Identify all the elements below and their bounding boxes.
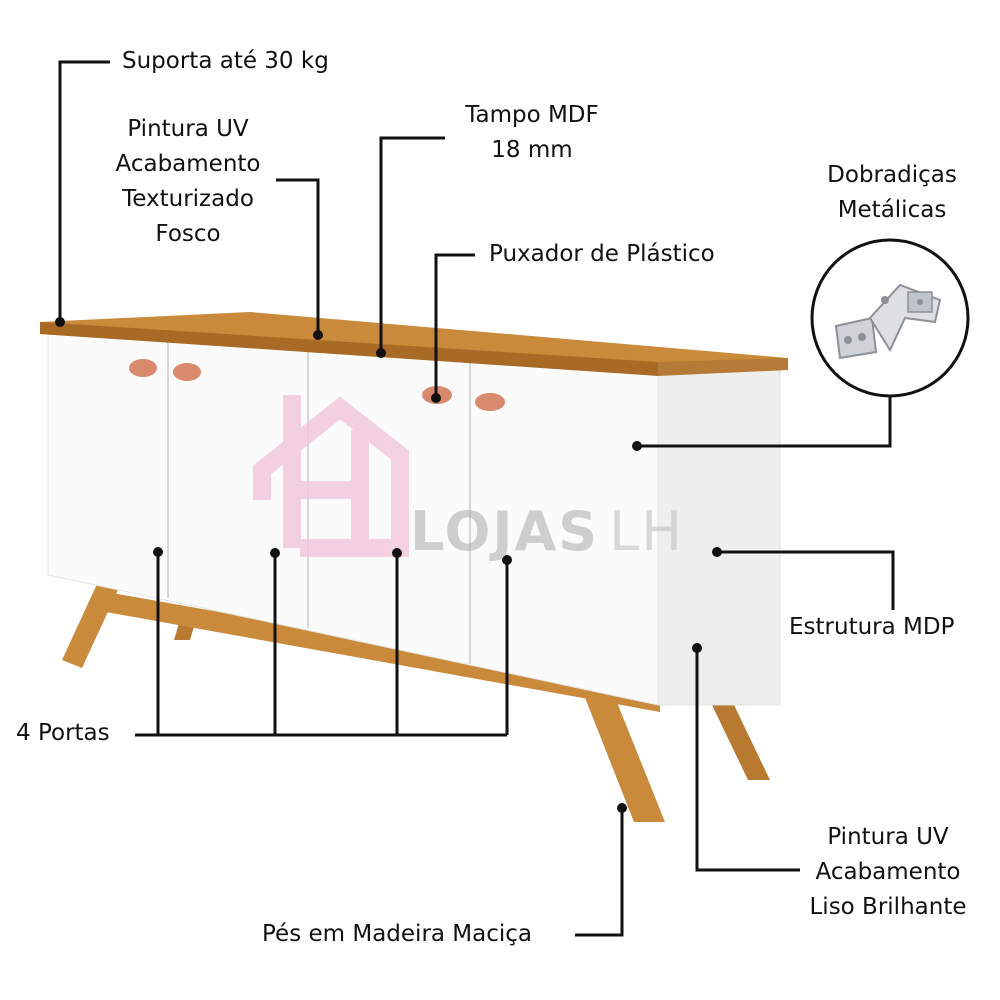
label-hinges: Dobradiças Metálicas (808, 158, 976, 228)
tabletop-edge (40, 322, 658, 376)
base-rail (95, 590, 660, 712)
label-doors: 4 Portas (16, 720, 110, 746)
label-top-board-line-2: 18 mm (491, 137, 573, 163)
label-structure: Estrutura MDP (789, 614, 955, 640)
leader-handle (434, 253, 475, 396)
label-load: Suporta até 30 kg (122, 48, 329, 74)
hinge-icon (834, 283, 942, 360)
label-handle: Puxador de Plástico (489, 241, 715, 267)
label-top-paint-line-2: Acabamento (115, 151, 261, 177)
leader-top-board (379, 136, 445, 353)
leg-center-front (582, 690, 665, 822)
label-top-board-line-1: Tampo MDF (465, 102, 599, 128)
label-hinges-line-1: Dobradiças (827, 162, 957, 188)
label-side-paint-line-3: Liso Brilhante (809, 894, 967, 920)
label-feet: Pés em Madeira Maciça (262, 921, 533, 947)
label-side-paint-line-1: Pintura UV (827, 824, 949, 850)
leader-load (58, 60, 110, 320)
label-top-board: Tampo MDF 18 mm (446, 98, 618, 168)
leader-feet (575, 808, 624, 937)
leader-side-paint (695, 648, 800, 872)
leader-hinges (637, 396, 892, 448)
handle-door-4 (475, 393, 505, 411)
watermark-word: LOJAS (410, 500, 600, 563)
label-top-paint-line-4: Fosco (155, 221, 221, 247)
leader-top-paint (276, 178, 320, 333)
leader-dots (55, 317, 722, 813)
tabletop-side-edge (658, 358, 788, 376)
label-top-paint-line-3: Texturizado (122, 186, 254, 212)
label-top-paint-line-1: Pintura UV (127, 116, 249, 142)
label-side-paint-line-2: Acabamento (815, 859, 961, 885)
handle-door-1 (129, 359, 157, 377)
label-side-paint: Pintura UV Acabamento Liso Brilhante (790, 820, 986, 925)
leader-lines (58, 60, 895, 937)
watermark-suffix: LH (609, 500, 684, 563)
label-top-paint: Pintura UV Acabamento Texturizado Fosco (96, 112, 280, 252)
watermark-logo (253, 395, 409, 557)
handle-door-2 (173, 363, 201, 381)
leader-structure (717, 550, 895, 610)
label-hinges-line-2: Metálicas (837, 197, 947, 223)
leg-left-front (62, 582, 118, 668)
